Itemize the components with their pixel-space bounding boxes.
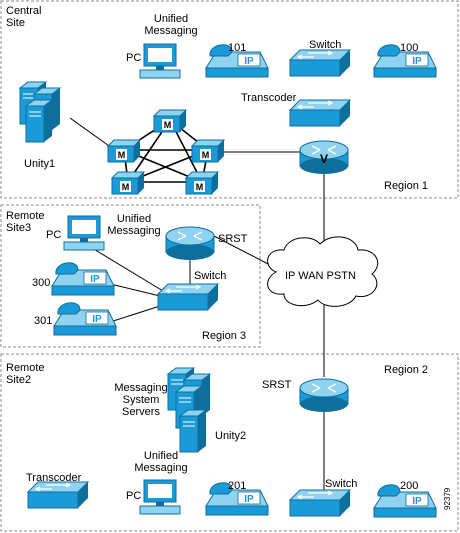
wan-label: IP WAN PSTN [285, 270, 356, 282]
central-pc-label: PC [126, 52, 142, 64]
phone-201-label: 201 [228, 480, 247, 492]
site3-switch-icon [157, 283, 219, 311]
cluster-node-icon [111, 171, 145, 195]
site2-transcoder-label: Transcoder [26, 472, 82, 484]
phone-101-label: 101 [228, 42, 247, 54]
site2-srst-router-icon [299, 378, 349, 413]
central-switch-icon [289, 49, 351, 77]
phone-200-label: 200 [400, 480, 419, 492]
site3-um-label: Unified Messaging [107, 213, 161, 237]
site2-switch-label: Switch [325, 478, 358, 490]
central-site-border [0, 0, 459, 199]
gateway-v-badge: V [320, 152, 328, 166]
site2-um-label: Unified Messaging [134, 450, 188, 474]
central-pc-icon [139, 43, 181, 79]
central-transcoder-label: Transcoder [241, 92, 297, 104]
unity1-label: Unity1 [24, 158, 56, 170]
remote-site2-border [0, 353, 459, 532]
cluster-node-icon [107, 139, 141, 163]
central-site-label: Central Site [6, 5, 42, 29]
site3-srst-label: SRST [218, 233, 248, 245]
cluster-node-icon [191, 139, 225, 163]
site3-phone-301-icon [53, 302, 117, 336]
region2-label: Region 2 [384, 364, 429, 376]
cluster-node-icon [185, 171, 219, 195]
phone-100-label: 100 [400, 42, 419, 54]
site3-phone-300-icon [51, 262, 115, 296]
unity2-server-icon [179, 409, 207, 453]
site2-switch-icon [289, 489, 351, 517]
site3-srst-router-icon [165, 226, 215, 261]
cluster-node-icon [153, 109, 187, 133]
central-switch-label: Switch [309, 39, 342, 51]
remote-site2-label: Remote Site2 [6, 362, 45, 386]
region1-label: Region 1 [384, 180, 429, 192]
phone-301-label: 301 [34, 315, 53, 327]
remote-site3-border [0, 204, 261, 348]
site2-srst-label: SRST [262, 379, 292, 391]
figure-id: 92379 [443, 487, 452, 510]
region3-label: Region 3 [202, 330, 247, 342]
site3-switch-label: Switch [194, 270, 227, 282]
site3-pc-label: PC [46, 229, 62, 241]
central-um-label: Unified Messaging [144, 13, 198, 37]
unity2-label: Unity2 [215, 430, 247, 442]
phone-300-label: 300 [32, 277, 51, 289]
site3-pc-icon [63, 215, 105, 251]
site2-pc-label: PC [126, 490, 142, 502]
wan-cloud [267, 236, 379, 307]
messaging-servers-label: Messaging System Servers [114, 382, 168, 418]
site2-pc-icon [139, 479, 181, 515]
site2-transcoder-icon [27, 481, 89, 509]
remote-site3-label: Remote Site3 [6, 210, 45, 234]
central-transcoder-icon [289, 99, 351, 127]
unity1-servers-icon [19, 81, 61, 143]
